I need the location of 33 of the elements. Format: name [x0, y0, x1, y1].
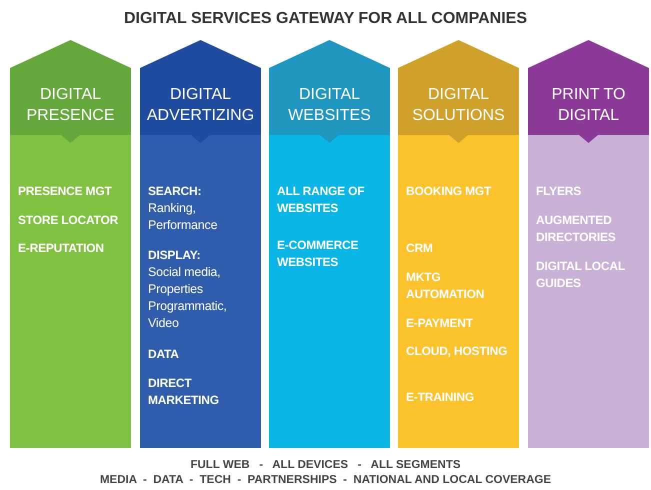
service-item: DIRECT MARKETING	[148, 375, 220, 409]
service-column	[528, 40, 649, 448]
service-column	[398, 40, 519, 448]
service-item: CLOUD, HOSTING	[406, 343, 508, 360]
footer-text: FULL WEB - ALL DEVICES - ALL SEGMENTS	[189, 459, 462, 471]
service-item: SEARCH:	[148, 183, 202, 200]
service-item: CRM	[406, 240, 434, 257]
title: DIGITAL SERVICES GATEWAY FOR ALL COMPANIES	[122, 10, 528, 28]
service-item: PRESENCE MGT	[18, 183, 113, 200]
service-item: DISPLAY:	[148, 247, 202, 264]
service-column	[140, 40, 261, 448]
service-item: FLYERS	[536, 183, 582, 200]
service-item: STORE LOCATOR	[18, 212, 120, 229]
service-column	[269, 40, 390, 448]
service-item: E-PAYMENT	[406, 315, 474, 332]
service-item: E-COMMERCE WEBSITES	[277, 237, 360, 271]
service-item: DATA	[148, 346, 180, 363]
column-heading: DIGITAL ADVERTIZING	[146, 85, 256, 126]
service-item: Ranking, Performance	[148, 200, 218, 234]
service-column	[10, 40, 131, 448]
column-heading: DIGITAL WEBSITES	[287, 85, 372, 126]
footer-text: MEDIA - DATA - TECH - PARTNERSHIPS - NATIONAL AND LOCAL COVERAGE	[98, 474, 552, 486]
service-item: ALL RANGE OF WEBSITES	[277, 183, 366, 217]
column-heading: DIGITAL PRESENCE	[25, 85, 116, 126]
service-item: MKTG AUTOMATION	[406, 269, 486, 303]
service-item: DIGITAL LOCAL GUIDES	[536, 258, 626, 292]
column-heading: PRINT TO DIGITAL	[550, 85, 626, 126]
service-item: E-TRAINING	[406, 389, 475, 406]
service-item: BOOKING MGT	[406, 183, 492, 200]
service-item: Social media, Properties Programmatic, Video	[148, 264, 228, 332]
service-item: AUGMENTED DIRECTORIES	[536, 212, 617, 246]
column-heading: DIGITAL SOLUTIONS	[411, 85, 506, 126]
service-item: E-REPUTATION	[18, 240, 105, 257]
